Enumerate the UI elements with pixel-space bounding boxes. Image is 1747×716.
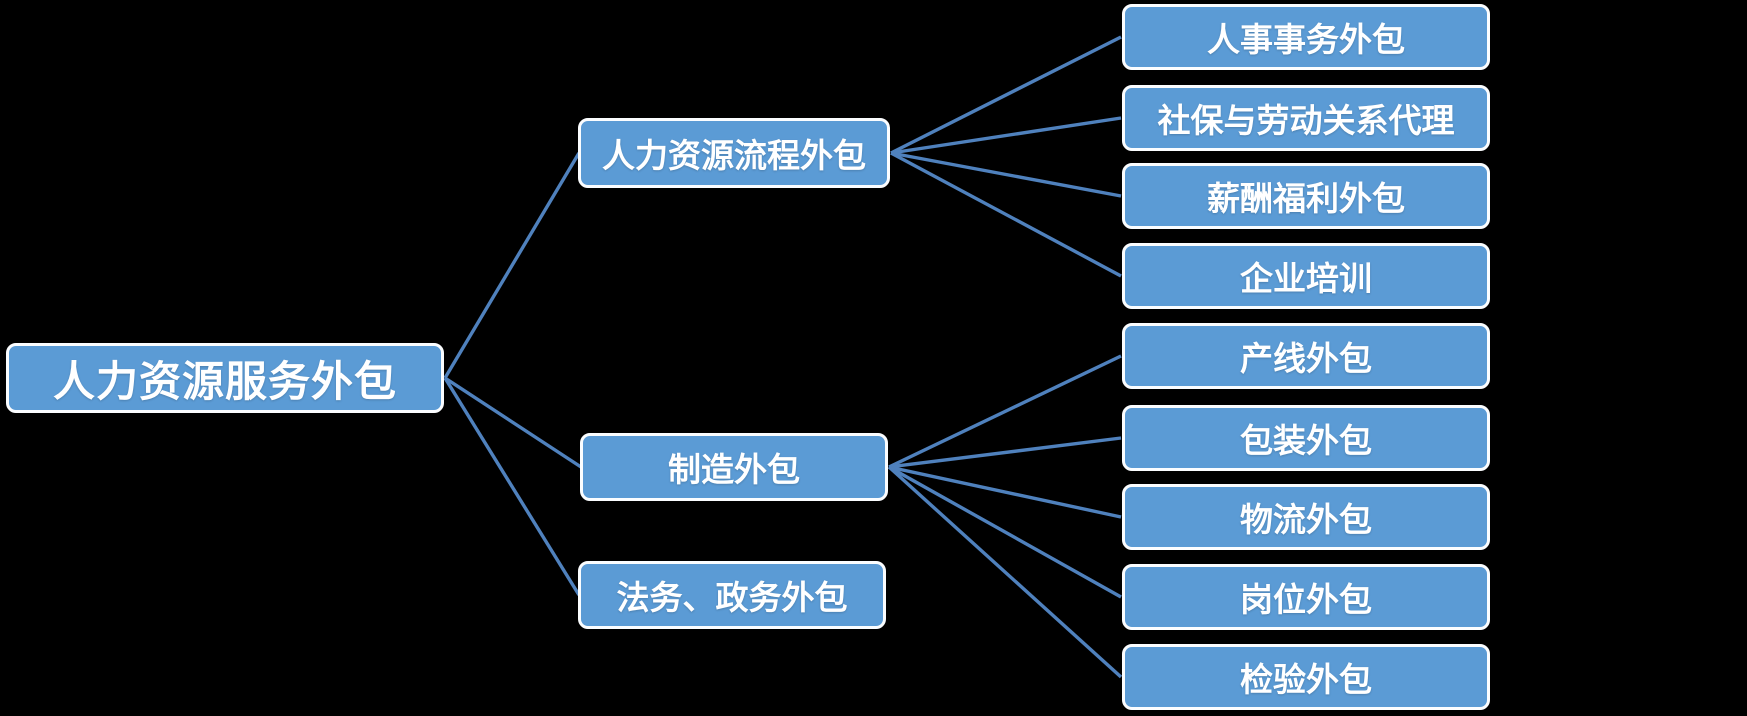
- connector-branch2-leaf4: [888, 465, 1122, 599]
- connector-branch1-leaf2: [890, 116, 1122, 155]
- leaf-node-corporate-training: 企业培训: [1122, 243, 1490, 309]
- connector-branch1-leaf4: [890, 151, 1122, 278]
- connector-root-branch2: [444, 376, 582, 469]
- connector-branch2-leaf5: [887, 465, 1123, 679]
- leaf-node-production-line: 产线外包: [1122, 323, 1490, 389]
- leaf-node-payroll-benefits: 薪酬福利外包: [1122, 163, 1490, 229]
- branch-node-hr-process: 人力资源流程外包: [578, 118, 890, 188]
- branch-node-legal-gov: 法务、政务外包: [578, 561, 886, 629]
- leaf-node-personnel-affairs: 人事事务外包: [1122, 4, 1490, 70]
- leaf-node-inspection: 检验外包: [1122, 644, 1490, 710]
- connector-branch2-leaf3: [888, 465, 1122, 519]
- connector-root-branch1: [443, 152, 581, 379]
- leaf-node-packaging: 包装外包: [1122, 405, 1490, 471]
- branch-node-manufacturing: 制造外包: [580, 433, 888, 501]
- leaf-node-position: 岗位外包: [1122, 564, 1490, 630]
- connector-root-branch3: [443, 377, 581, 596]
- leaf-node-social-security: 社保与劳动关系代理: [1122, 85, 1490, 151]
- connector-branch1-leaf3: [890, 151, 1122, 198]
- root-node: 人力资源服务外包: [6, 343, 444, 413]
- connector-branch1-leaf1: [890, 35, 1122, 155]
- connector-branch2-leaf2: [888, 436, 1122, 469]
- connector-branch2-leaf1: [888, 354, 1122, 469]
- leaf-node-logistics: 物流外包: [1122, 484, 1490, 550]
